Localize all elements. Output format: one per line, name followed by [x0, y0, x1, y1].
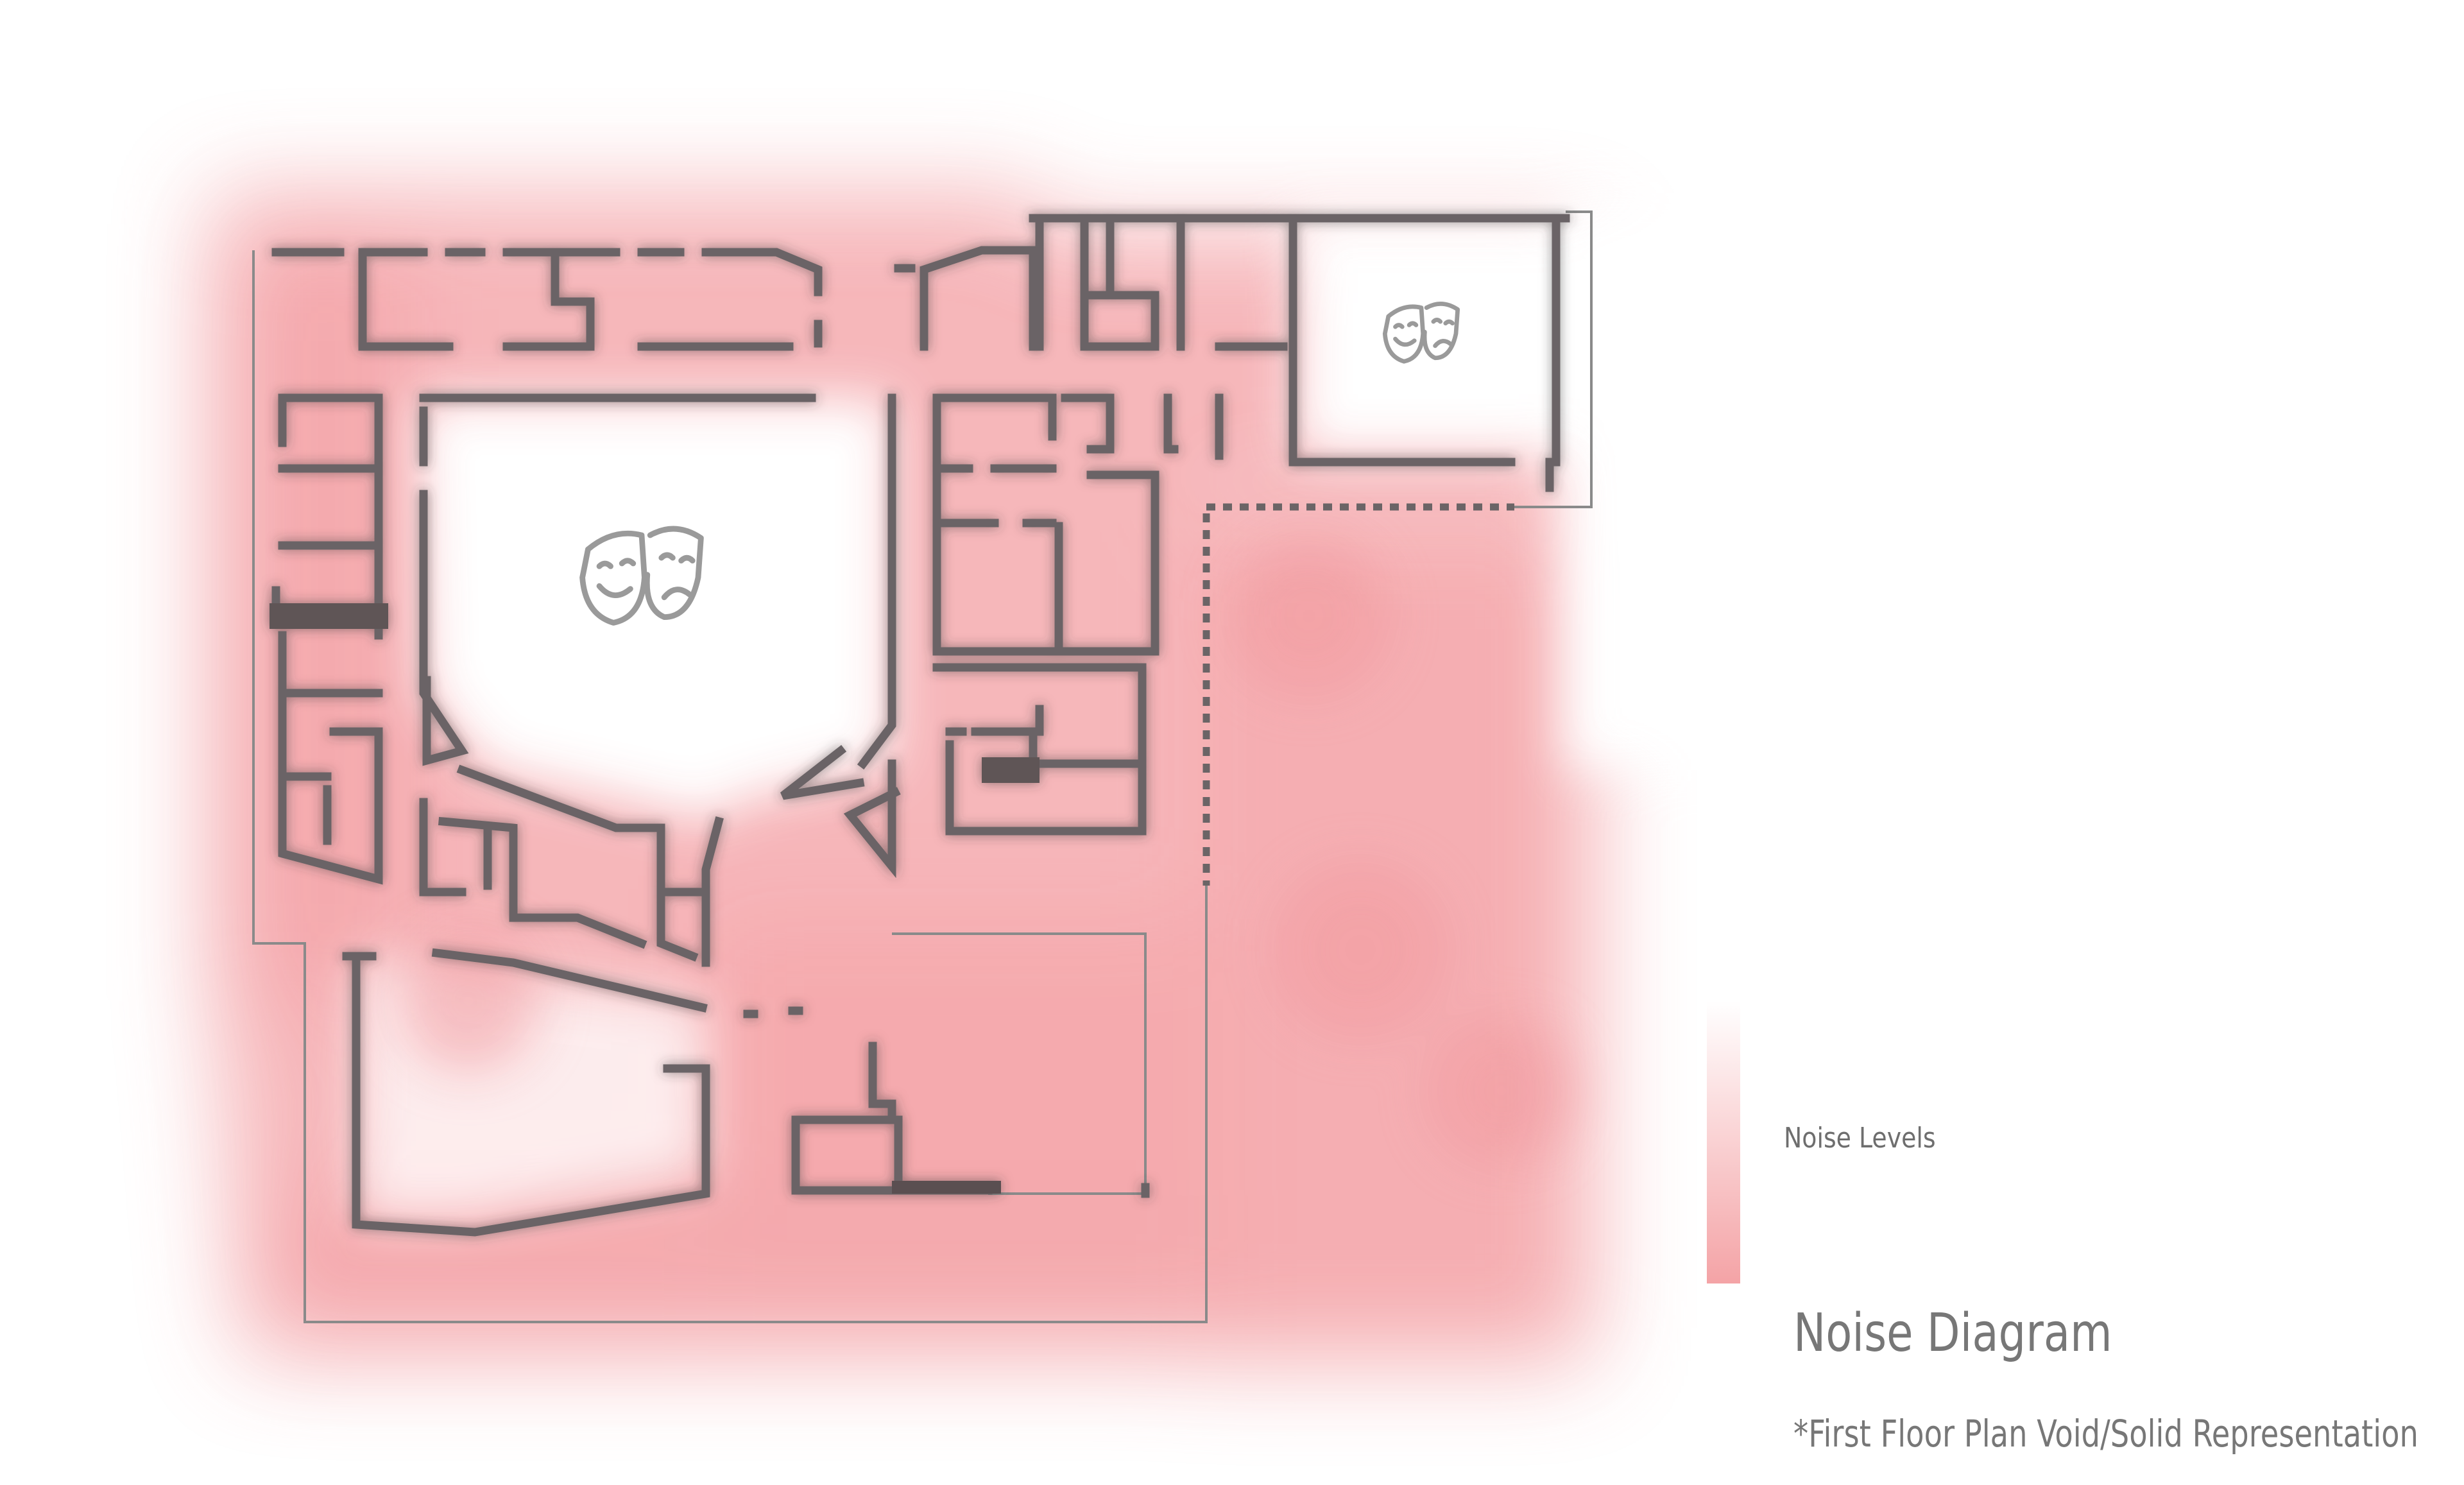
- legend-label: Noise Levels: [1784, 1122, 1936, 1155]
- theater-masks-icon: [579, 526, 704, 626]
- theater-masks-icon: [1382, 302, 1460, 364]
- walls: [270, 214, 1570, 1237]
- dashed-wall: [1202, 503, 1514, 886]
- legend-gradient-bar: [1707, 1001, 1740, 1283]
- diagram-note: *First Floor Plan Void/Solid Representat…: [1793, 1412, 2418, 1455]
- diagram-title: Noise Diagram: [1793, 1303, 2112, 1364]
- site-outline: [252, 210, 1593, 1323]
